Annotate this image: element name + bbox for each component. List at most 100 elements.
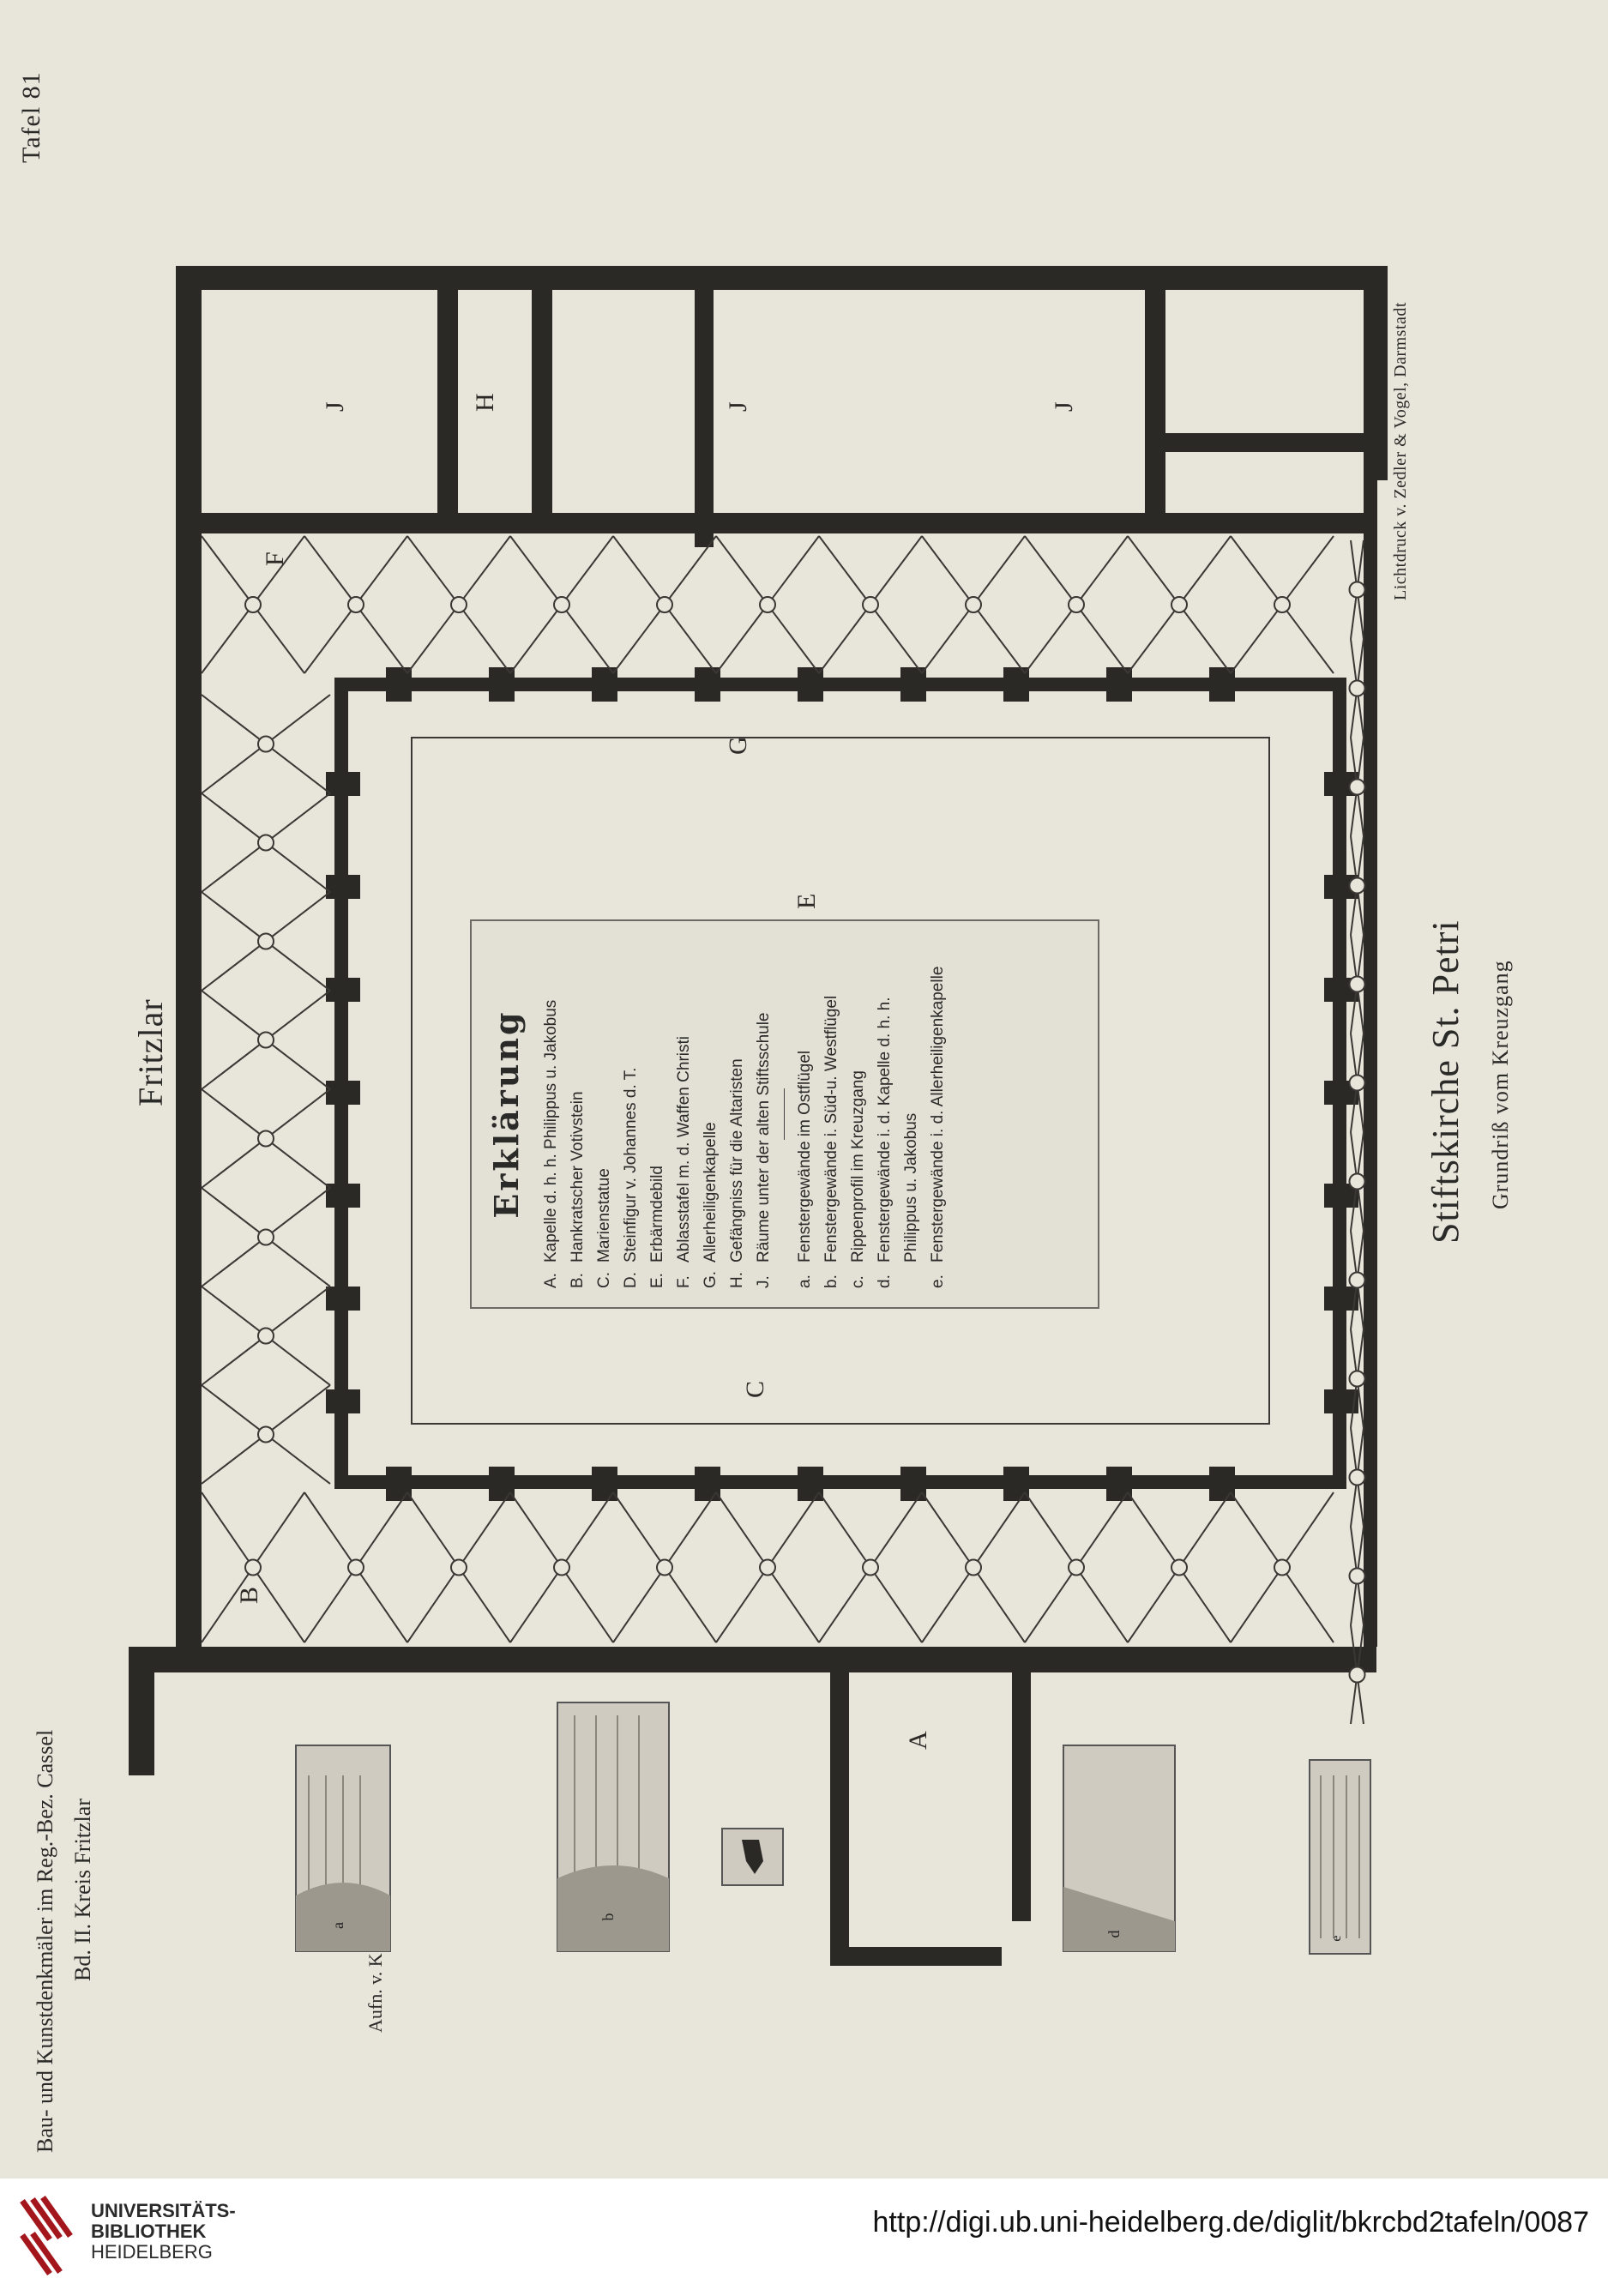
buttress — [326, 1287, 360, 1311]
room-j-label-1: J — [321, 401, 349, 412]
buttress — [326, 1389, 360, 1413]
vault-bay — [1348, 835, 1366, 936]
vault-bay — [921, 1491, 1026, 1643]
svg-text:d: d — [1105, 1931, 1123, 1938]
chapel-a-label: A — [904, 1731, 932, 1750]
vault-bay — [201, 990, 331, 1090]
buttress — [1106, 1467, 1132, 1501]
vault-bay — [715, 1491, 820, 1643]
legend-key: H. — [728, 1272, 746, 1288]
legend-text: Kapelle d. h. h. Philippus u. Jakobus — [542, 999, 560, 1262]
vault-bay — [201, 1187, 331, 1287]
buttress — [695, 1467, 720, 1501]
legend-item: H. Gefängniss für die Altaristen — [724, 940, 750, 1288]
detail-e-profile: e — [1309, 1759, 1371, 1955]
detail-b-profile: b — [557, 1702, 670, 1952]
buttress — [386, 1467, 412, 1501]
marker-c-label: C — [741, 1381, 769, 1398]
legend-text: Gefängniss für die Altaristen — [728, 1058, 746, 1262]
marker-e-label: E — [792, 894, 821, 909]
vault-bay — [509, 535, 614, 674]
rooms-boundary-wall — [202, 513, 1364, 533]
buttress — [1324, 1287, 1358, 1311]
buttress — [326, 978, 360, 1002]
legend-item: e.Fenstergewände i. d. Allerheiligenkape… — [924, 940, 951, 1288]
courtyard-south-arcade — [334, 1475, 1346, 1489]
legend-text: Philippus u. Jakobus — [902, 1112, 920, 1262]
source-url-link[interactable]: http://digi.ub.uni-heidelberg.de/diglit/… — [872, 2206, 1589, 2239]
vault-bay — [1348, 1427, 1366, 1528]
vault-bay — [201, 535, 305, 674]
legend-item: C. Marienstatue — [591, 940, 617, 1288]
legend-key: E. — [648, 1273, 666, 1288]
buttress — [798, 1467, 823, 1501]
buttress — [592, 1467, 617, 1501]
legend-key: d. — [876, 1275, 894, 1288]
legend-text: Allerheiligenkapelle — [702, 1122, 720, 1262]
vault-bay — [201, 891, 331, 991]
legend-key: D. — [622, 1272, 640, 1288]
vault-bay — [1348, 1624, 1366, 1725]
south-outer-wall — [176, 1647, 1376, 1672]
chapel-g-label: G — [724, 736, 752, 755]
vault-bay — [1127, 1491, 1232, 1643]
legend-key: b. — [822, 1275, 840, 1288]
library-name: UNIVERSITÄTS- BIBLIOTHEK HEIDELBERG — [91, 2200, 236, 2263]
detail-d-profile: d — [1063, 1745, 1176, 1952]
vault-bay — [1348, 638, 1366, 738]
legend-item: Philippus u. Jakobus — [898, 940, 924, 1288]
legend-text: Fenstergewände i. d. Kapelle d. h. h. — [876, 997, 894, 1262]
vault-bay — [1127, 535, 1232, 674]
vault-bay — [201, 1088, 331, 1189]
legend-key: F. — [675, 1275, 693, 1288]
courtyard-outline — [411, 737, 1270, 1425]
vault-bay — [612, 535, 717, 674]
vault-bay — [921, 535, 1026, 674]
marker-f-label: F — [261, 551, 289, 566]
vault-bay — [201, 792, 331, 893]
legend-item: J.Räume unter der alten Stiftsschule — [750, 940, 777, 1289]
vault-bay — [1024, 1491, 1129, 1643]
room-j-label-2: J — [724, 401, 752, 412]
north-outer-wall — [176, 266, 1376, 290]
legend-item: c.Rippenprofil im Kreuzgang — [845, 940, 871, 1288]
plate-subtitle: Grundriß vom Kreuzgang — [1488, 960, 1513, 1209]
vault-bay — [304, 1491, 408, 1643]
legend-text: Erbärmdebild — [648, 1166, 666, 1262]
legend-text: Hankratscher Votivstein — [569, 1091, 587, 1262]
north-east-wall — [1364, 266, 1388, 480]
legend-text: Fenstergewände im Ostflügel — [796, 1050, 814, 1262]
legend-key: a. — [796, 1275, 814, 1288]
legend-item: F. Ablasstafel m. d. Waffen Christi — [671, 940, 697, 1288]
vault-bay — [1348, 1131, 1366, 1232]
legend-text: Marienstatue — [595, 1168, 613, 1262]
svg-text:a: a — [329, 1922, 346, 1929]
vault-bay — [1230, 535, 1334, 674]
vault-bay — [407, 535, 511, 674]
vault-bay — [201, 1384, 331, 1485]
buttress — [326, 1184, 360, 1208]
buttress — [326, 772, 360, 796]
vault-bay — [612, 1491, 717, 1643]
buttress — [326, 875, 360, 899]
vault-bay — [201, 1491, 305, 1643]
legend-key: e. — [929, 1275, 947, 1288]
buttress — [489, 1467, 515, 1501]
legend-key: G. — [702, 1270, 720, 1288]
courtyard-north-arcade — [334, 678, 1346, 691]
vault-bay — [304, 535, 408, 674]
vault-bay — [1348, 539, 1366, 640]
marker-b-label: B — [235, 1587, 263, 1604]
vault-bay — [1230, 1491, 1334, 1643]
legend-key: A. — [542, 1273, 560, 1288]
legend-text: Fenstergewände i. Süd-u. Westflügel — [822, 995, 840, 1262]
vault-bay — [818, 535, 923, 674]
vault-bay — [1348, 1033, 1366, 1133]
vault-bay — [1348, 1230, 1366, 1330]
legend-key: B. — [569, 1273, 587, 1288]
legend-text: Ablasstafel m. d. Waffen Christi — [675, 1036, 693, 1262]
legend-key: C. — [595, 1272, 613, 1288]
room-j-label-3: J — [1050, 401, 1078, 412]
west-outer-wall — [176, 266, 202, 1672]
plate-page: Tafel 81 Bau- und Kunstdenkmäler im Reg.… — [17, 71, 1513, 2153]
